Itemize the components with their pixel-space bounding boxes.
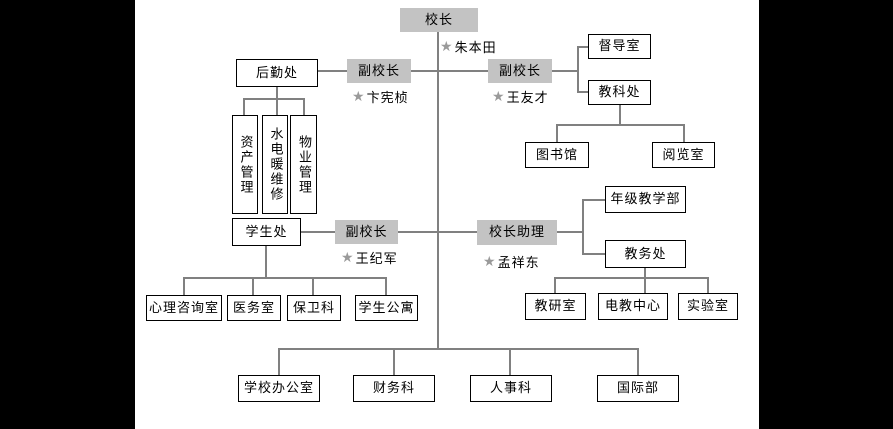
person-name: 卞宪桢 <box>366 90 409 105</box>
node-student-dorm: 学生公寓 <box>355 295 418 321</box>
connector-line <box>637 348 639 375</box>
connector-line <box>252 277 254 295</box>
node-supervision-room: 督导室 <box>588 34 651 59</box>
node-vp-student: 副校长 <box>335 220 398 244</box>
label-principal-name: ★ 朱本田 <box>440 37 497 56</box>
connector-line <box>183 277 387 279</box>
connector-line <box>437 32 439 348</box>
connector-line <box>318 70 347 72</box>
connector-line <box>582 253 605 255</box>
node-teaching-science-office: 教科处 <box>588 80 651 105</box>
connector-line <box>303 98 305 115</box>
node-academic-affairs-office: 教务处 <box>605 240 686 268</box>
connector-line <box>683 124 685 142</box>
connector-line <box>619 105 621 125</box>
star-icon: ★ <box>492 88 505 104</box>
connector-line <box>183 277 185 295</box>
connector-line <box>411 70 488 72</box>
connector-line <box>393 348 395 375</box>
connector-line <box>577 46 588 48</box>
label-vp-teaching-name: ★ 王友才 <box>492 87 549 106</box>
label-assistant-name: ★ 孟祥东 <box>483 252 540 271</box>
node-international-dept: 国际部 <box>597 375 679 402</box>
node-hr-section: 人事科 <box>470 375 552 402</box>
node-e-learning-center: 电教中心 <box>598 293 668 320</box>
connector-line <box>243 98 305 100</box>
connector-line <box>577 46 579 93</box>
node-library: 图书馆 <box>525 142 589 168</box>
node-vp-teaching: 副校长 <box>488 59 552 83</box>
connector-line <box>554 277 709 279</box>
node-laboratory: 实验室 <box>678 293 738 320</box>
connector-line <box>301 231 335 233</box>
person-name: 王纪军 <box>355 251 398 266</box>
connector-line <box>707 277 709 293</box>
connector-line <box>385 277 387 295</box>
node-medical-room: 医务室 <box>227 295 281 321</box>
node-logistics-office: 后勤处 <box>236 59 318 87</box>
connector-line <box>557 231 582 233</box>
node-vp-logistics: 副校长 <box>347 59 411 83</box>
person-name: 朱本田 <box>454 40 497 55</box>
node-asset-management: 资产管理 <box>232 115 258 214</box>
label-vp-student-name: ★ 王纪军 <box>341 248 398 267</box>
node-utilities-maintenance: 水电暖维修 <box>262 115 288 214</box>
connector-line <box>582 199 584 255</box>
node-security-section: 保卫科 <box>287 295 341 321</box>
chart-canvas <box>135 0 759 429</box>
star-icon: ★ <box>483 253 496 269</box>
connector-line <box>556 124 558 142</box>
node-counseling-room: 心理咨询室 <box>146 295 222 321</box>
connector-line <box>509 348 511 375</box>
connector-line <box>278 348 639 350</box>
connector-line <box>398 231 477 233</box>
node-reading-room: 阅览室 <box>652 142 715 168</box>
connector-line <box>577 91 588 93</box>
label-vp-logistics-name: ★ 卞宪桢 <box>352 87 409 106</box>
star-icon: ★ <box>341 249 354 265</box>
person-name: 孟祥东 <box>497 255 540 270</box>
connector-line <box>554 277 556 293</box>
connector-line <box>556 124 685 126</box>
connector-line <box>278 348 280 375</box>
node-school-office: 学校办公室 <box>238 375 320 402</box>
node-principal: 校长 <box>400 8 478 32</box>
person-name: 王友才 <box>506 90 549 105</box>
node-student-affairs-office: 学生处 <box>232 218 301 246</box>
connector-line <box>243 98 245 115</box>
node-property-management: 物业管理 <box>290 115 317 214</box>
star-icon: ★ <box>440 38 453 54</box>
connector-line <box>265 246 267 277</box>
connector-line <box>644 268 646 293</box>
node-finance-section: 财务科 <box>353 375 435 402</box>
node-teaching-research-room: 教研室 <box>525 293 586 320</box>
connector-line <box>582 199 605 201</box>
connector-line <box>312 277 314 295</box>
node-principal-assistant: 校长助理 <box>477 220 557 245</box>
star-icon: ★ <box>352 88 365 104</box>
connector-line <box>552 70 577 72</box>
node-grade-teaching-dept: 年级教学部 <box>605 186 686 213</box>
connector-line <box>276 87 278 115</box>
